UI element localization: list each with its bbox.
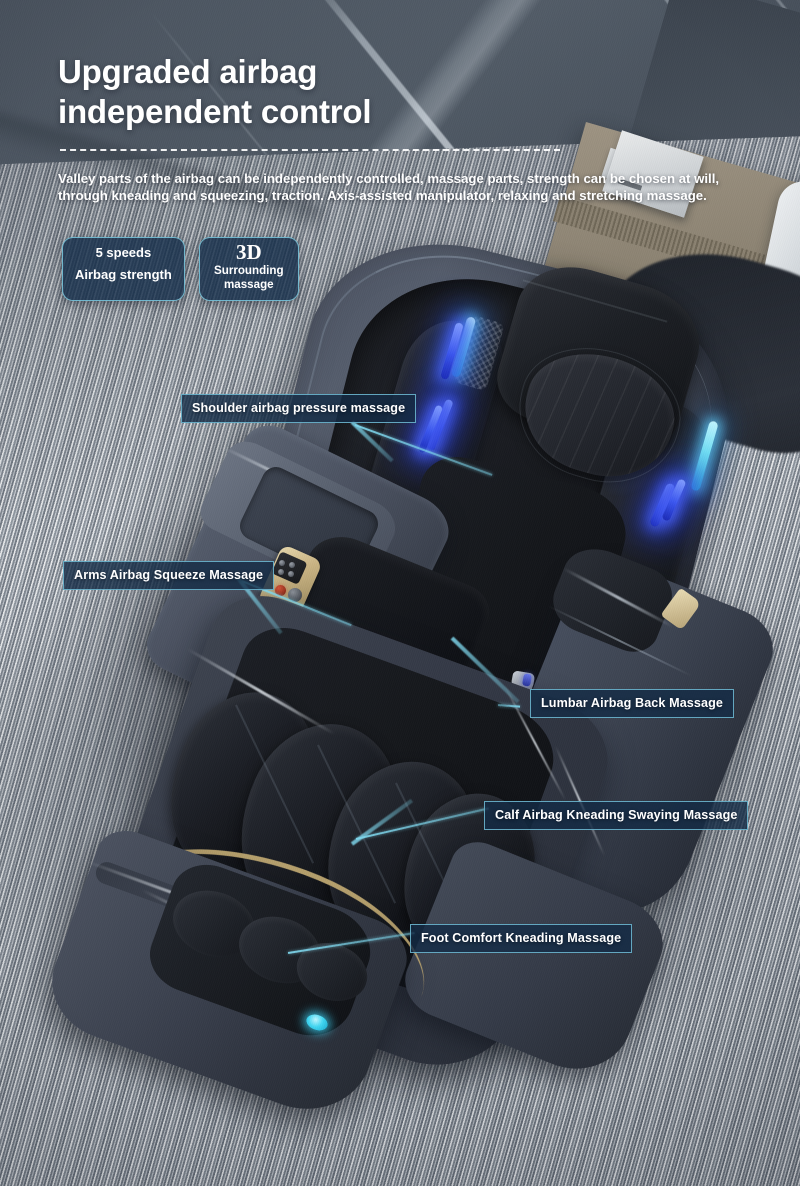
control-button[interactable]	[289, 562, 295, 568]
control-button[interactable]	[278, 569, 284, 575]
title-divider	[60, 149, 560, 151]
callout-arms-airbag: Arms Airbag Squeeze Massage	[63, 561, 275, 590]
badge-3d-surrounding: 3D Surrounding massage	[198, 237, 299, 302]
callout-lumbar-airbag: Lumbar Airbag Back Massage	[530, 689, 735, 718]
control-button[interactable]	[288, 571, 294, 577]
badge-value: 3D	[235, 240, 262, 264]
callout-calf-airbag: Calf Airbag Kneading Swaying Massage	[484, 801, 749, 830]
page-description: Valley parts of the airbag can be indepe…	[58, 171, 720, 204]
page-title: Upgraded airbag independent control	[58, 53, 372, 130]
badge-airbag-strength: 5 speeds Airbag strength	[62, 237, 185, 302]
badge-label: Airbag strength	[75, 267, 172, 282]
control-knob[interactable]	[288, 588, 302, 602]
badge-value: 5 speeds	[95, 245, 152, 260]
badge-label: Surrounding massage	[214, 264, 284, 291]
callout-shoulder-airbag: Shoulder airbag pressure massage	[181, 394, 417, 423]
callout-foot-massage: Foot Comfort Kneading Massage	[410, 924, 633, 953]
control-button[interactable]	[279, 560, 285, 566]
power-button[interactable]	[275, 585, 286, 596]
feature-badges: 5 speeds Airbag strength 3D Surrounding …	[62, 237, 299, 302]
